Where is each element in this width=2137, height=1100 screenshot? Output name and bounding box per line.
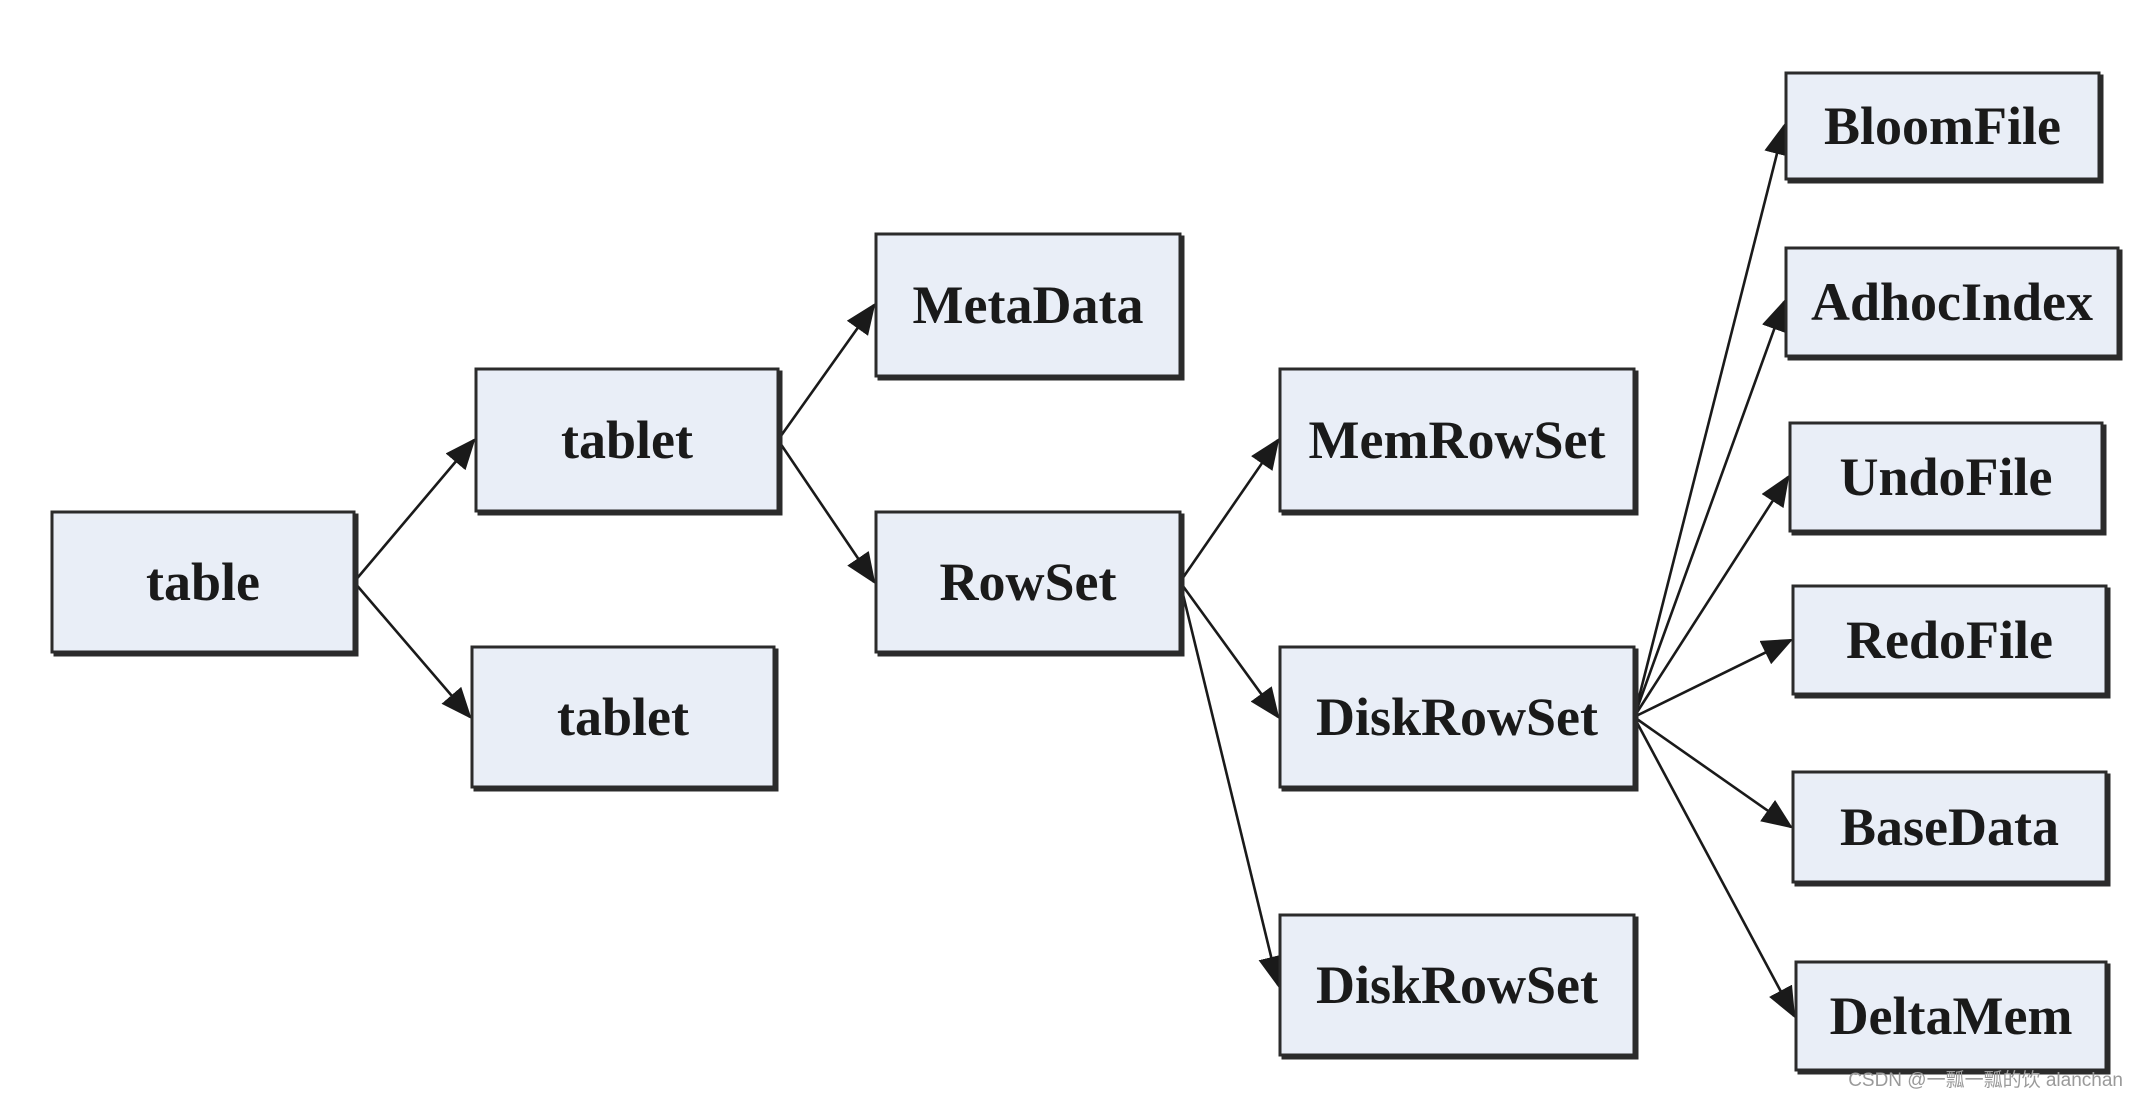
node-deltamem: DeltaMem — [1794, 960, 2111, 1075]
node-redofile: RedoFile — [1791, 584, 2111, 699]
node-label: AdhocIndex — [1811, 272, 2093, 332]
node-box — [1794, 960, 2108, 1072]
node-tablet1: tablet — [474, 367, 783, 516]
node-diskrowset1: DiskRowSet — [1278, 645, 1639, 792]
node-box — [1784, 246, 2120, 358]
edge-layer — [353, 123, 1796, 1019]
node-box — [1784, 71, 2101, 181]
node-tablet2: tablet — [470, 645, 779, 792]
arrow-diskrowset1-to-basedata — [1633, 715, 1794, 829]
node-box — [1788, 421, 2104, 533]
node-label: MemRowSet — [1309, 410, 1606, 470]
watermark-text: CSDN @一瓢一瓢的饮 alanchan — [1848, 1070, 2123, 1091]
arrow-table-to-tablet1 — [353, 438, 476, 583]
arrow-rowset-to-memrowset — [1178, 437, 1280, 583]
node-label: DeltaMem — [1830, 986, 2073, 1046]
node-box — [1278, 367, 1636, 513]
node-label: tablet — [557, 687, 689, 747]
node-box — [874, 510, 1182, 654]
node-box — [1791, 770, 2108, 884]
node-basedata: BaseData — [1791, 770, 2111, 887]
node-label: RowSet — [940, 552, 1117, 612]
node-label: DiskRowSet — [1316, 955, 1598, 1015]
node-box — [874, 232, 1182, 378]
node-label: RedoFile — [1846, 610, 2053, 670]
node-label: BloomFile — [1824, 96, 2061, 156]
node-label: table — [146, 552, 260, 612]
node-box — [470, 645, 776, 789]
node-memrowset: MemRowSet — [1278, 367, 1639, 516]
node-metadata: MetaData — [874, 232, 1185, 381]
arrow-diskrowset1-to-bloomfile — [1632, 123, 1790, 718]
arrow-diskrowset1-to-redofile — [1633, 638, 1794, 719]
arrow-table-to-tablet2 — [353, 581, 472, 719]
node-box — [1791, 584, 2108, 696]
node-rowset: RowSet — [874, 510, 1185, 657]
node-label: BaseData — [1840, 797, 2059, 857]
node-adhocindex: AdhocIndex — [1784, 246, 2123, 361]
node-label: tablet — [561, 410, 693, 470]
node-label: DiskRowSet — [1316, 687, 1598, 747]
node-bloomfile: BloomFile — [1784, 71, 2104, 184]
arrow-rowset-to-diskrowset2 — [1178, 581, 1284, 988]
arrow-rowset-to-diskrowset1 — [1178, 581, 1280, 720]
node-label: MetaData — [913, 275, 1144, 335]
arrow-diskrowset1-to-undofile — [1632, 474, 1790, 718]
node-box — [50, 510, 356, 654]
node-label: UndoFile — [1839, 447, 2052, 507]
node-box — [1278, 645, 1636, 789]
arrow-tablet1-to-rowset — [776, 439, 876, 585]
arrow-diskrowset1-to-adhocindex — [1632, 299, 1787, 718]
node-box — [474, 367, 780, 513]
node-diskrowset2: DiskRowSet — [1278, 913, 1639, 1060]
node-table: table — [50, 510, 359, 657]
node-box — [1278, 913, 1636, 1057]
arrow-tablet1-to-metadata — [776, 302, 876, 441]
node-undofile: UndoFile — [1788, 421, 2107, 536]
arrow-diskrowset1-to-deltamem — [1632, 716, 1796, 1019]
